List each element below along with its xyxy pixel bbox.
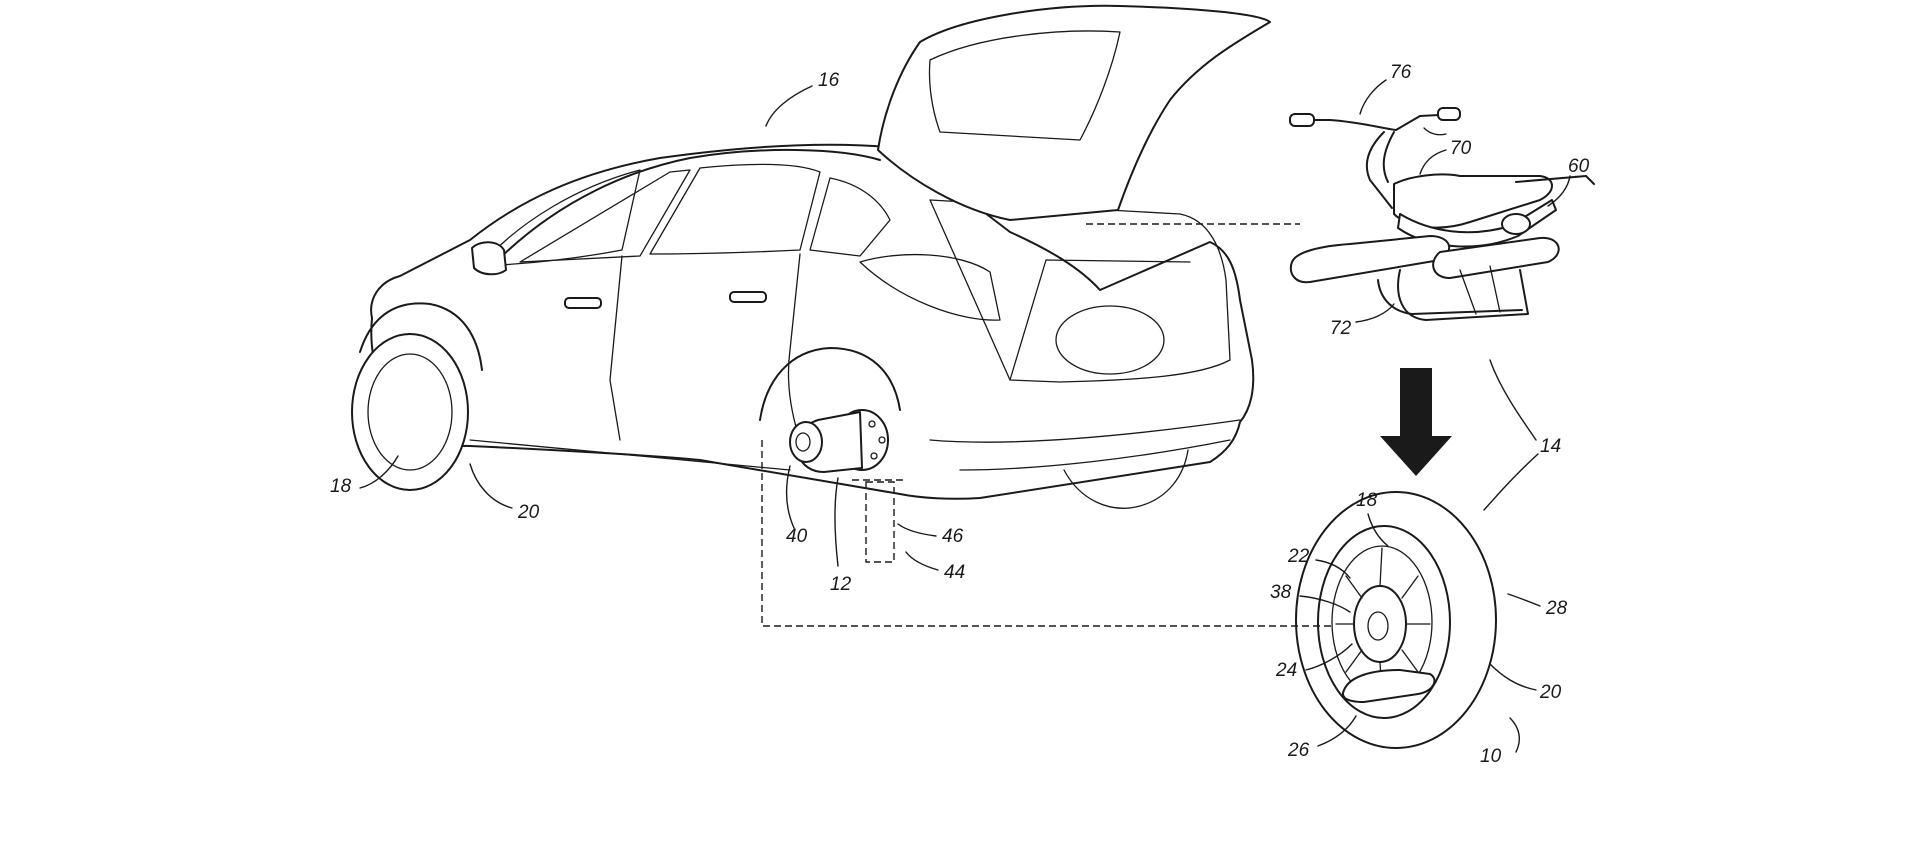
leader-20-right xyxy=(1489,663,1537,691)
vehicle-door-line-front xyxy=(609,255,623,441)
unicycle-steering-column xyxy=(1365,131,1393,209)
unicycle-handlebar xyxy=(1295,113,1459,131)
vehicle-roof xyxy=(499,148,881,259)
vehicle-front-window xyxy=(519,169,691,263)
ref-wheel-rim: 18 xyxy=(1356,490,1378,511)
leader-22 xyxy=(1315,559,1351,579)
unicycle-pod-right xyxy=(1432,236,1560,279)
leader-40 xyxy=(785,465,795,529)
vehicle-cargo-floor xyxy=(1009,259,1191,381)
leader-12 xyxy=(834,477,839,567)
ref-unicycle-body: 60 xyxy=(1568,156,1590,177)
connector-hub-to-wheel xyxy=(761,440,1334,627)
ref-stand: 44 xyxy=(944,562,965,583)
axle-hub-bolt-1 xyxy=(868,420,876,428)
wheel-hub-center xyxy=(1367,611,1389,641)
leader-70 xyxy=(1419,149,1447,175)
ref-assembly: 14 xyxy=(1540,436,1561,457)
unicycle-steering-column-b xyxy=(1382,131,1395,183)
vehicle-tail-light xyxy=(859,253,1001,321)
leader-14-down xyxy=(1483,453,1539,511)
vehicle-liftgate-glass xyxy=(928,30,1121,141)
vehicle-rocker xyxy=(469,439,791,471)
vehicle-front-arch xyxy=(359,302,483,371)
vehicle-front-tire xyxy=(351,333,469,491)
jack-stand xyxy=(852,479,906,563)
jack-stand-post xyxy=(865,481,895,563)
leader-46 xyxy=(897,523,937,537)
ref-wheel-spoke: 22 xyxy=(1287,546,1310,567)
ref-vehicle: 16 xyxy=(818,70,840,91)
vehicle-door-line-rear xyxy=(787,253,801,441)
unicycle-grip-left xyxy=(1289,113,1315,127)
vehicle-cargo-opening xyxy=(929,199,1231,383)
ref-wheel-assembly: 10 xyxy=(1480,746,1502,767)
ref-hub-adapter: 40 xyxy=(786,526,808,547)
unicycle-footrest xyxy=(1397,269,1529,321)
axle-hub xyxy=(789,409,889,473)
vehicle-windshield xyxy=(479,169,641,267)
ref-wheel-center: 24 xyxy=(1275,660,1297,681)
unicycle-brake-lever xyxy=(1423,127,1447,136)
wheel-footplate xyxy=(1342,669,1436,703)
leader-28 xyxy=(1507,593,1541,607)
leader-10 xyxy=(1509,717,1521,753)
vehicle-side-mirror xyxy=(471,241,507,276)
unicycle-grip-right xyxy=(1437,107,1461,121)
wheel-assembly xyxy=(1295,491,1497,749)
ref-wheel-side: 26 xyxy=(1287,740,1310,761)
ref-front-tire: 20 xyxy=(517,502,540,523)
vehicle-door-handle-rear xyxy=(729,291,767,303)
reference-numerals: 16 18 20 40 12 46 44 76 70 60 72 14 18 2… xyxy=(330,62,1590,767)
unicycle-frame xyxy=(1289,107,1595,321)
unicycle-lower-frame xyxy=(1377,279,1523,315)
leader-26 xyxy=(1317,715,1357,747)
leader-72 xyxy=(1355,303,1395,323)
ref-hub-motor: 38 xyxy=(1270,582,1292,603)
unicycle-brace-1 xyxy=(1459,269,1477,315)
vehicle-far-rear-wheel xyxy=(1063,449,1189,509)
unicycle-pod-cap xyxy=(1501,213,1531,235)
ref-stand-post: 46 xyxy=(942,526,964,547)
axle-hub-adapter xyxy=(789,421,823,463)
ref-handlebar: 76 xyxy=(1390,62,1412,83)
ref-front-wheel: 18 xyxy=(330,476,352,497)
vehicle-rear-bumper-lower xyxy=(959,439,1231,471)
ref-wheel-tire: 20 xyxy=(1539,682,1562,703)
axle-hub-center xyxy=(795,432,811,452)
axle-hub-bolt-3 xyxy=(870,452,878,460)
ref-wheel-face: 28 xyxy=(1545,598,1568,619)
leader-lines xyxy=(359,79,1571,753)
vehicle-door-handle-front xyxy=(564,297,602,309)
vehicle-rear-bumper xyxy=(929,419,1241,443)
leader-60 xyxy=(1547,175,1571,207)
unicycle-pod-left xyxy=(1289,235,1451,284)
leader-44 xyxy=(905,551,939,571)
ref-axle-hub: 12 xyxy=(830,574,852,595)
axle-hub-bolt-2 xyxy=(878,436,886,444)
phantom-connectors xyxy=(761,223,1334,627)
leader-16 xyxy=(765,85,813,127)
vehicle-rear-arch xyxy=(759,347,901,421)
leader-20-left xyxy=(469,463,513,509)
vehicle-quarter-window xyxy=(809,177,891,257)
vehicle-spare-wheel-well xyxy=(1055,305,1165,375)
leader-76 xyxy=(1359,79,1387,115)
leader-18-right xyxy=(1367,513,1389,547)
unicycle-rear-rail xyxy=(1515,175,1595,185)
leader-38 xyxy=(1299,595,1351,613)
leader-18-left xyxy=(359,455,399,489)
leader-14-up xyxy=(1489,359,1537,441)
down-arrow-icon xyxy=(1380,368,1452,476)
leader-24 xyxy=(1305,643,1353,671)
vehicle-rear-window xyxy=(649,163,821,255)
ref-frame: 70 xyxy=(1450,138,1472,159)
vehicle-body-outline xyxy=(370,143,1255,500)
unicycle-brace-2 xyxy=(1489,265,1501,313)
ref-footrest: 72 xyxy=(1330,318,1352,339)
vehicle xyxy=(351,4,1271,563)
vehicle-liftgate xyxy=(877,4,1271,221)
vehicle-front-rim xyxy=(367,353,453,471)
